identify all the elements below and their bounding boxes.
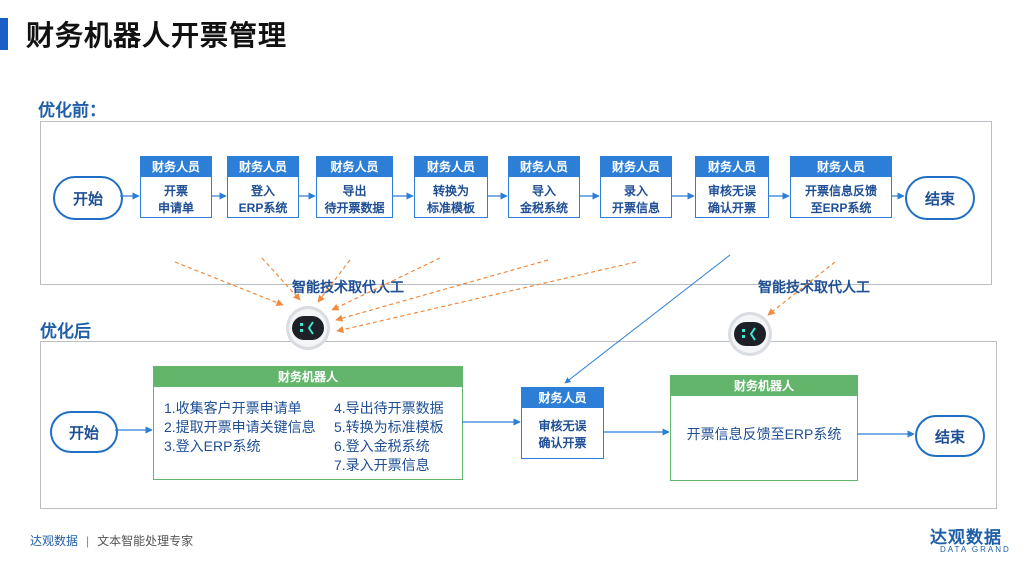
robot-task-list-2: 4.导出待开票数据 5.转换为标准模板 6.登入金税系统 7.录入开票信息 xyxy=(334,399,444,475)
before-step-2: 财务人员 登入 ERP系统 xyxy=(227,156,299,218)
step-role: 财务人员 xyxy=(696,157,768,177)
step-line-2: 确认开票 xyxy=(538,436,587,450)
before-step-4: 财务人员 转换为标准模板 xyxy=(414,156,488,218)
footer-separator: | xyxy=(86,534,90,548)
after-end-node: 结束 xyxy=(915,415,985,457)
after-human-step: 财务人员 审核无误确认开票 xyxy=(521,387,604,459)
footer: 达观数据 | 文本智能处理专家 xyxy=(30,532,193,549)
before-step-5: 财务人员 导入金税系统 xyxy=(508,156,580,218)
robot-task: 5.转换为标准模板 xyxy=(334,419,444,435)
company-logo-sub: DATA GRAND xyxy=(940,545,1011,554)
robot-task: 2.提取开票申请关键信息 xyxy=(164,419,316,435)
before-end-node: 结束 xyxy=(905,176,975,220)
step-role: 财务人员 xyxy=(509,157,579,177)
step-line-1: 登入 xyxy=(250,184,275,198)
step-line-1: 开票信息反馈 xyxy=(804,184,877,198)
step-line-2: 金税系统 xyxy=(519,201,568,215)
after-label: 优化后 xyxy=(40,322,91,341)
step-line-1: 导入 xyxy=(531,184,556,198)
robot-icon xyxy=(286,306,330,350)
step-role: 财务人员 xyxy=(791,157,891,177)
replace-label-2: 智能技术取代人工 xyxy=(758,279,870,295)
step-line-1: 录入 xyxy=(623,184,648,198)
before-label: 优化前： xyxy=(38,101,106,120)
step-line-1: 审核无误 xyxy=(538,419,587,433)
after-start-node: 开始 xyxy=(50,411,118,453)
robot-task: 4.导出待开票数据 xyxy=(334,400,444,416)
robot-task-list-1: 1.收集客户开票申请单 2.提取开票申请关键信息 3.登入ERP系统 xyxy=(164,399,316,456)
step-line-2: ERP系统 xyxy=(238,201,288,215)
robot-box-2: 财务机器人 开票信息反馈至ERP系统 xyxy=(670,375,858,481)
step-line-2: 待开票数据 xyxy=(324,201,385,215)
company-logo: 达观数据 xyxy=(930,528,1002,547)
step-line-1: 开票 xyxy=(163,184,188,198)
step-role: 财务人员 xyxy=(522,388,603,408)
robot-task: 1.收集客户开票申请单 xyxy=(164,400,302,416)
after-end-label: 结束 xyxy=(934,428,965,446)
step-line-2: 申请单 xyxy=(157,201,194,215)
page-title: 财务机器人开票管理 xyxy=(26,20,288,51)
robot-box-1: 财务机器人 1.收集客户开票申请单 2.提取开票申请关键信息 3.登入ERP系统… xyxy=(153,366,463,480)
title-accent-bar xyxy=(0,18,8,50)
flow-arrows-after xyxy=(115,254,915,438)
before-step-7: 财务人员 审核无误确认开票 xyxy=(695,156,769,218)
step-line-2: 开票信息 xyxy=(611,201,660,215)
step-line-1: 转换为 xyxy=(432,184,469,198)
step-role: 财务人员 xyxy=(317,157,392,177)
robot-task: 7.录入开票信息 xyxy=(334,457,430,473)
after-start-label: 开始 xyxy=(68,424,99,442)
replace-label-1: 智能技术取代人工 xyxy=(292,279,404,295)
step-role: 财务人员 xyxy=(415,157,487,177)
footer-brand: 达观数据 xyxy=(30,534,79,548)
step-role: 财务人员 xyxy=(141,157,211,177)
before-step-3: 财务人员 导出待开票数据 xyxy=(316,156,393,218)
robot-icon xyxy=(728,312,772,356)
robot-box-title: 财务机器人 xyxy=(154,367,462,387)
step-line-2: 标准模板 xyxy=(426,201,475,215)
step-line-1: 审核无误 xyxy=(707,184,756,198)
robot-task: 6.登入金税系统 xyxy=(334,438,430,454)
robot-box-title: 财务机器人 xyxy=(671,376,857,396)
step-line-2: 确认开票 xyxy=(707,201,756,215)
footer-tagline: 文本智能处理专家 xyxy=(97,534,194,548)
before-step-6: 财务人员 录入开票信息 xyxy=(600,156,672,218)
step-role: 财务人员 xyxy=(228,157,298,177)
before-start-label: 开始 xyxy=(72,190,103,208)
before-step-8: 财务人员 开票信息反馈至ERP系统 xyxy=(790,156,892,218)
robot-task: 开票信息反馈至ERP系统 xyxy=(686,426,842,442)
robot-task: 3.登入ERP系统 xyxy=(164,438,261,454)
before-start-node: 开始 xyxy=(53,176,123,220)
before-end-label: 结束 xyxy=(924,190,955,208)
step-line-1: 导出 xyxy=(342,184,367,198)
step-role: 财务人员 xyxy=(601,157,671,177)
step-line-2: 至ERP系统 xyxy=(810,201,872,215)
before-step-1: 财务人员 开票申请单 xyxy=(140,156,212,218)
replacement-arrows xyxy=(174,257,836,334)
